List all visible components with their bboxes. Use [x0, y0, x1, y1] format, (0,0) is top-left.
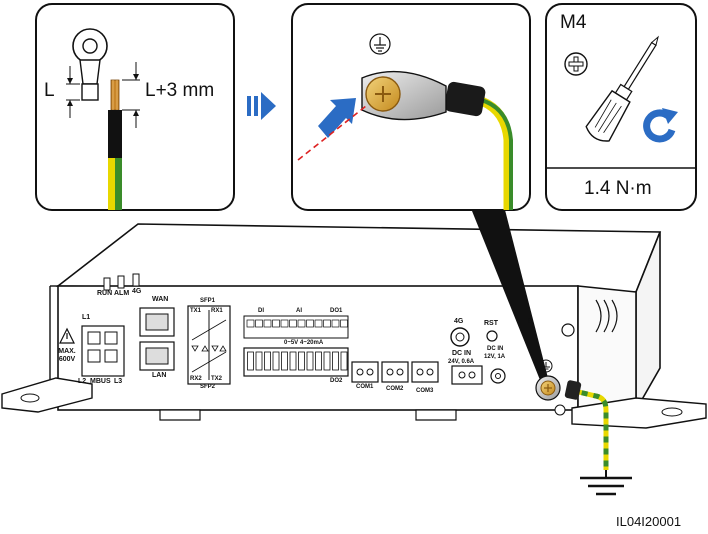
terminal-pin: [281, 351, 288, 371]
terminal-pin: [332, 351, 339, 371]
earth-ground-icon: [580, 470, 632, 496]
terminal-pin: [289, 351, 297, 371]
terminal-label-cell: [331, 319, 340, 328]
figure-id: IL04I20001: [616, 514, 682, 529]
terminal-pin: [247, 351, 254, 371]
terminal-label-cell: [297, 319, 306, 328]
led-label-alm: ALM: [114, 290, 130, 297]
terminal-label-cell: [272, 319, 280, 328]
terminal-pin: [306, 351, 314, 371]
rst-label: RST: [484, 320, 498, 327]
dc-in-jack[interactable]: [451, 365, 483, 385]
com2-label: COM2: [386, 386, 404, 392]
ground-terminal-device[interactable]: [535, 375, 561, 401]
protective-earth-icon: [369, 33, 391, 55]
terminal-pin: [340, 351, 348, 371]
panel-tool: [545, 3, 697, 211]
terminal-pin: [264, 351, 271, 371]
tx1-label: TX1: [190, 308, 202, 314]
terminal-label-cell: [280, 319, 289, 328]
antenna-4g-label: 4G: [454, 318, 464, 325]
led-label-4g: 4G: [132, 288, 142, 295]
com1-label: COM1: [356, 384, 374, 390]
mounting-foot-center: [159, 409, 457, 421]
terminal-label-cell: [340, 319, 348, 328]
di-range-label: 0~5V: [284, 340, 299, 346]
sfp2-label: SFP2: [200, 384, 216, 390]
dimension-label-l: L: [44, 80, 55, 101]
insert-arrow-icon: [318, 98, 356, 138]
terminal-label-cell: [314, 319, 323, 328]
com3-label: COM3: [416, 388, 434, 394]
ai-range-label: 4~20mA: [300, 340, 324, 346]
dimension-label-l3: L+3 mm: [145, 80, 215, 101]
com-connectors[interactable]: [351, 361, 439, 383]
terminal-pin: [315, 351, 322, 371]
tx2-label: TX2: [211, 376, 223, 382]
sfp-ports[interactable]: [187, 305, 231, 385]
di-label: DI: [258, 308, 264, 314]
port-label-mbus: MBUS: [90, 378, 111, 385]
terminal-label-cell: [255, 319, 263, 328]
torque-label: 1.4 N·m: [584, 178, 652, 199]
port-label-l2: L2: [78, 378, 87, 385]
wan-port[interactable]: [139, 307, 175, 337]
ring-terminal-icon: [72, 28, 108, 101]
led-indicators: [103, 273, 140, 291]
dc-in-12v-jack[interactable]: [490, 368, 506, 384]
screwdriver-icon: [585, 35, 659, 142]
port-label-l3: L3: [114, 378, 123, 385]
do2-label: DO2: [330, 378, 343, 384]
rx1-label: RX1: [211, 308, 223, 314]
dc-in-label-2: DC IN: [487, 346, 504, 352]
do1-label: DO1: [330, 308, 343, 314]
terminal-pin: [272, 351, 280, 371]
phillips-head-icon: [564, 52, 588, 76]
step-arrow-icon: [247, 92, 276, 120]
rotate-clockwise-icon: [643, 108, 678, 143]
terminal-label-cell: [323, 319, 331, 328]
port-label-l1: L1: [82, 314, 91, 321]
terminal-label-cell: [246, 319, 255, 328]
rx2-label: RX2: [190, 376, 202, 382]
warning-triangle-icon: [59, 327, 75, 344]
gnd-b-label: B: [528, 318, 534, 325]
mounting-bracket-left: [1, 377, 93, 413]
ground-cable-device: [564, 380, 609, 470]
reset-button[interactable]: [486, 330, 498, 342]
lan-port[interactable]: [139, 341, 175, 371]
panel-zoom-terminal: [291, 3, 531, 211]
max-voltage-label: MAX. 600V: [58, 348, 76, 363]
panel-crimp-cable: [35, 3, 235, 211]
dc-in-rating-2: 12V, 1A: [484, 354, 506, 360]
terminal-label-cell: [289, 319, 297, 328]
terminal-pin: [323, 351, 331, 371]
terminal-label-cell: [306, 319, 314, 328]
ai-label: AI: [296, 308, 302, 314]
led-label-run: RUN: [97, 290, 113, 297]
power-connector[interactable]: [81, 325, 125, 377]
screw-size-label: M4: [560, 12, 587, 33]
antenna-port[interactable]: [450, 327, 470, 347]
terminal-label-cell: [263, 319, 272, 328]
zoom-callout-wedge: [470, 206, 548, 380]
port-label-wan: WAN: [152, 296, 169, 303]
port-label-lan: LAN: [152, 372, 167, 379]
dc-in-label-1: DC IN: [452, 350, 472, 357]
terminal-pins: [246, 319, 348, 371]
terminal-pin: [298, 351, 305, 371]
sfp1-label: SFP1: [200, 298, 216, 304]
dc-in-rating-1: 24V, 0.6A: [448, 359, 475, 365]
terminal-pin: [255, 351, 263, 371]
